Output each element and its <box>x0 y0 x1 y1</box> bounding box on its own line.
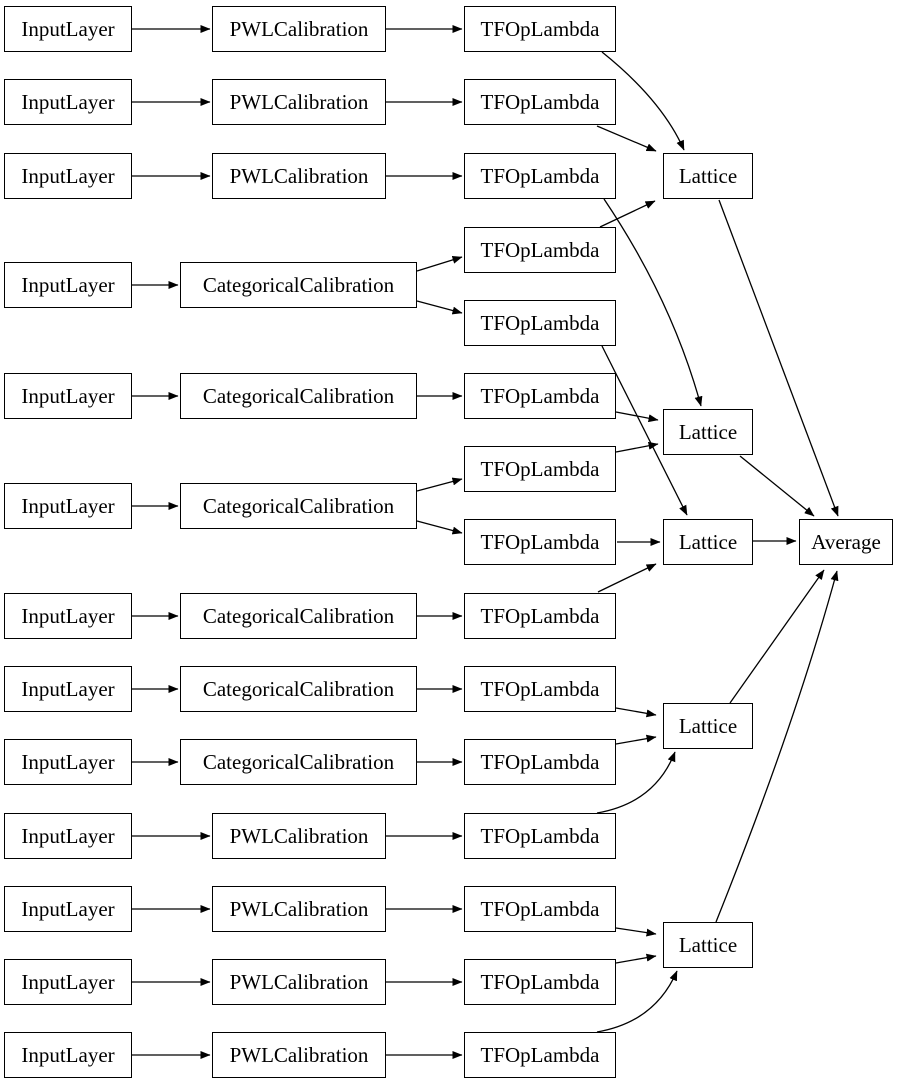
node-inputlayer-11: InputLayer <box>4 886 132 932</box>
node-categoricalcalibration-5: CategoricalCalibration <box>180 373 417 419</box>
node-tfoplambda-12: TFOpLambda <box>464 959 616 1005</box>
node-tfoplambda-1: TFOpLambda <box>464 6 616 52</box>
node-inputlayer-6: InputLayer <box>4 483 132 529</box>
edge-tfl7-lat3 <box>597 563 657 593</box>
edge-lat5-avg <box>715 570 839 923</box>
node-tfoplambda-6b: TFOpLambda <box>464 519 616 565</box>
node-inputlayer-4: InputLayer <box>4 262 132 308</box>
node-categoricalcalibration-9: CategoricalCalibration <box>180 739 417 785</box>
edge-tfl12-lat5 <box>615 953 657 964</box>
node-inputlayer-8: InputLayer <box>4 666 132 712</box>
edge-tfl6a-lat2 <box>615 441 659 453</box>
edge-tfl3-lat2 <box>603 198 703 407</box>
node-tfoplambda-4a: TFOpLambda <box>464 227 616 273</box>
node-tfoplambda-3: TFOpLambda <box>464 153 616 199</box>
edge-tfl11-lat5 <box>615 927 657 937</box>
node-tfoplambda-8: TFOpLambda <box>464 666 616 712</box>
node-categoricalcalibration-4: CategoricalCalibration <box>180 262 417 308</box>
node-tfoplambda-13: TFOpLambda <box>464 1032 616 1078</box>
edge-lat2-avg <box>739 455 815 517</box>
node-categoricalcalibration-7: CategoricalCalibration <box>180 593 417 639</box>
edge-cat4-tfl4a <box>416 256 463 272</box>
node-lattice-3: Lattice <box>663 519 753 565</box>
edge-tfl4b-lat3 <box>601 345 688 516</box>
edge-lat1-avg <box>718 199 839 517</box>
node-pwlcalibration-2: PWLCalibration <box>212 79 386 125</box>
node-categoricalcalibration-6: CategoricalCalibration <box>180 483 417 529</box>
node-inputlayer-2: InputLayer <box>4 79 132 125</box>
node-pwlcalibration-13: PWLCalibration <box>212 1032 386 1078</box>
node-lattice-1: Lattice <box>663 153 753 199</box>
edge-tfl8-lat4 <box>615 707 657 718</box>
node-average: Average <box>799 519 893 565</box>
edge-lat4-avg <box>729 569 825 704</box>
node-tfoplambda-6a: TFOpLambda <box>464 446 616 492</box>
node-inputlayer-5: InputLayer <box>4 373 132 419</box>
edge-cat6-tfl6b <box>416 520 463 535</box>
edge-tfl1-lat1 <box>601 51 685 151</box>
edge-tfl4a-lat1 <box>599 200 656 228</box>
node-inputlayer-3: InputLayer <box>4 153 132 199</box>
node-pwlcalibration-1: PWLCalibration <box>212 6 386 52</box>
node-inputlayer-12: InputLayer <box>4 959 132 1005</box>
node-tfoplambda-7: TFOpLambda <box>464 593 616 639</box>
edge-cat4-tfl4b <box>416 300 463 315</box>
node-tfoplambda-4b: TFOpLambda <box>464 300 616 346</box>
node-categoricalcalibration-8: CategoricalCalibration <box>180 666 417 712</box>
node-tfoplambda-2: TFOpLambda <box>464 79 616 125</box>
node-lattice-2: Lattice <box>663 409 753 455</box>
node-tfoplambda-9: TFOpLambda <box>464 739 616 785</box>
edge-tfl10-lat4 <box>596 751 676 814</box>
node-tfoplambda-10: TFOpLambda <box>464 813 616 859</box>
edge-tfl13-lat5 <box>596 970 678 1033</box>
node-pwlcalibration-3: PWLCalibration <box>212 153 386 199</box>
node-inputlayer-13: InputLayer <box>4 1032 132 1078</box>
node-inputlayer-9: InputLayer <box>4 739 132 785</box>
node-tfoplambda-5: TFOpLambda <box>464 373 616 419</box>
edge-tfl9-lat4 <box>615 734 657 745</box>
node-lattice-4: Lattice <box>663 703 753 749</box>
node-lattice-5: Lattice <box>663 922 753 968</box>
edge-tfl2-lat1 <box>596 125 657 152</box>
node-pwlcalibration-11: PWLCalibration <box>212 886 386 932</box>
node-inputlayer-10: InputLayer <box>4 813 132 859</box>
edge-cat6-tfl6a <box>416 477 463 492</box>
node-pwlcalibration-12: PWLCalibration <box>212 959 386 1005</box>
node-pwlcalibration-10: PWLCalibration <box>212 813 386 859</box>
node-inputlayer-7: InputLayer <box>4 593 132 639</box>
node-tfoplambda-11: TFOpLambda <box>464 886 616 932</box>
node-inputlayer-1: InputLayer <box>4 6 132 52</box>
